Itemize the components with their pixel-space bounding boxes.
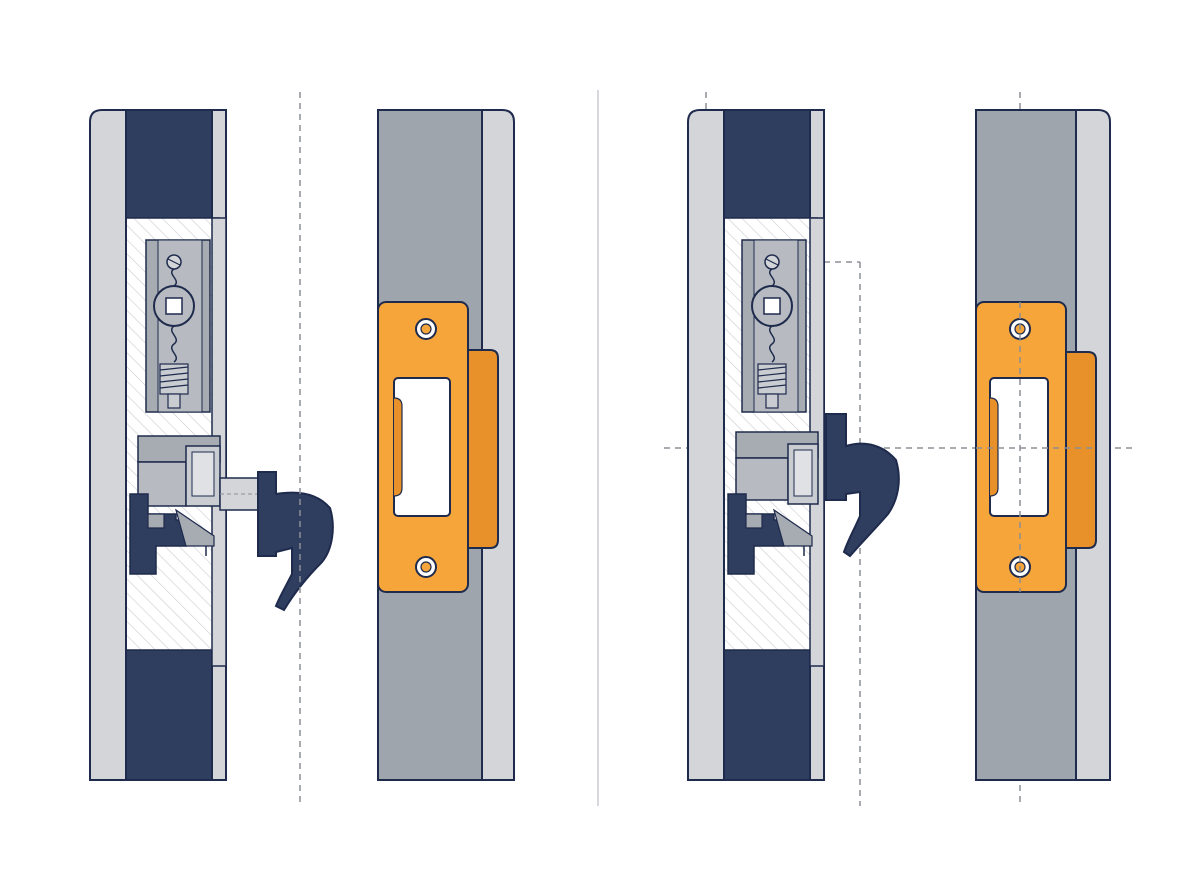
coil-spring-icon xyxy=(757,363,787,409)
latch-hook-right xyxy=(825,413,900,558)
spindle-square-icon xyxy=(763,297,781,315)
strike-plate-left xyxy=(377,301,499,593)
panel-right xyxy=(664,92,1134,806)
spindle-square-icon xyxy=(165,297,183,315)
strike-opening xyxy=(989,377,1049,517)
coil-spring-icon xyxy=(159,363,189,409)
strike-plate-right xyxy=(975,301,1097,593)
panel-left xyxy=(89,92,515,806)
latch-hook-left xyxy=(257,471,334,612)
guide-overlay-right xyxy=(976,302,1096,592)
latch-mechanism-right xyxy=(727,239,819,575)
latch-mechanism-left xyxy=(129,239,269,575)
